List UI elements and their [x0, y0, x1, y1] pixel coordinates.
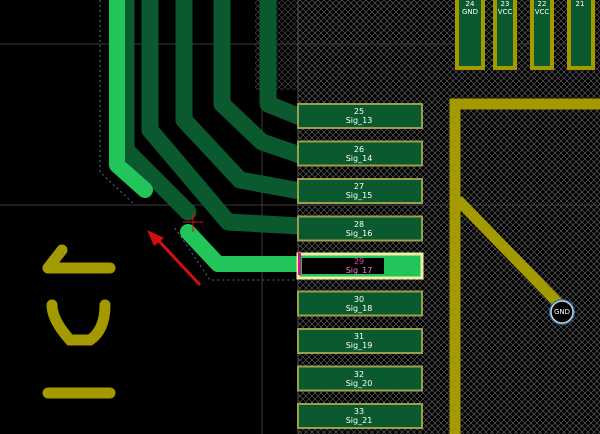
top-pad-net: VCC — [497, 8, 513, 16]
crosshair-cursor — [183, 212, 203, 232]
pad-signal-name: Sig_20 — [345, 378, 373, 388]
signal-pad[interactable] — [297, 403, 423, 429]
via-net-label: GND — [553, 308, 571, 316]
pad-signal-name: Sig_17 — [345, 266, 373, 275]
top-pad-net: VCC — [534, 8, 550, 16]
signal-pads — [296, 103, 424, 429]
pin1-marker — [298, 253, 301, 275]
pad-number: 25 — [353, 107, 365, 116]
routed-traces — [117, 0, 309, 235]
pad-number: 31 — [353, 332, 365, 341]
signal-pad[interactable] — [297, 178, 423, 204]
pad-signal-name: Sig_16 — [345, 228, 373, 238]
pad-selection-inner — [302, 258, 384, 274]
top-pad-label: 21 — [570, 0, 590, 8]
pad-signal-name: Sig_13 — [345, 116, 373, 125]
signal-pad[interactable] — [297, 328, 423, 354]
pad-signal-name: Sig_21 — [345, 416, 373, 425]
pad-number: 32 — [353, 369, 365, 379]
gnd-track — [449, 98, 600, 434]
pad-number: 33 — [353, 407, 365, 416]
pad-number: 27 — [353, 182, 365, 191]
signal-pad[interactable] — [297, 365, 423, 392]
top-pad-number: 22 — [537, 0, 547, 8]
pad-signal-name: Sig_19 — [345, 341, 373, 350]
pad-number: 29 — [353, 257, 365, 266]
selected-trace[interactable] — [109, 0, 308, 272]
signal-pad[interactable] — [297, 140, 423, 167]
pad-number: 28 — [353, 219, 365, 229]
pad-number: 26 — [353, 144, 365, 154]
selected-trace-outline — [99, 0, 298, 281]
signal-pad[interactable] — [297, 103, 423, 129]
pad-signal-name: Sig_15 — [345, 191, 373, 200]
top-pad-number: 24 — [465, 0, 475, 8]
top-pad-number: 21 — [575, 0, 585, 8]
pad-signal-name: Sig_14 — [345, 153, 373, 163]
designator-ic1-silkscreen — [42, 244, 116, 399]
top-pad-number: 23 — [500, 0, 510, 8]
pad-signal-name: Sig_18 — [345, 303, 373, 313]
pad-number: 30 — [353, 294, 365, 304]
signal-pad[interactable] — [297, 290, 423, 317]
gnd-via[interactable] — [549, 299, 575, 325]
ratsnest-arrow — [147, 230, 202, 287]
top-pad-net: GND — [461, 8, 479, 16]
top-pads-fill — [459, 0, 591, 66]
signal-pad[interactable] — [297, 215, 423, 242]
